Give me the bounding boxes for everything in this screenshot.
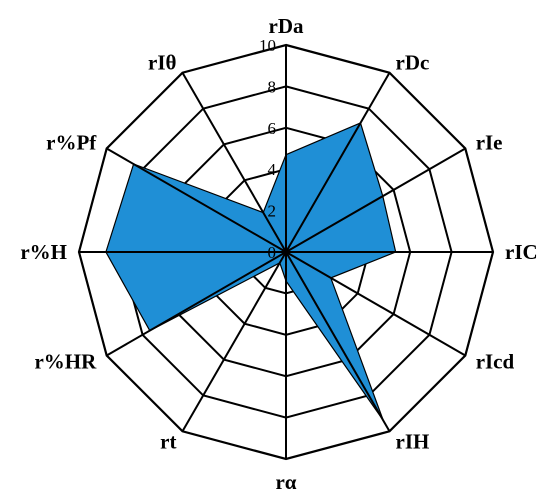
axis-label-4: rIcd — [476, 350, 515, 374]
radar-axis-labels: rDa rDc rIe rIC rIcd rIH rα rt r%HR r%H r%Pf rIθ — [20, 14, 537, 494]
tick-label-0: 0 — [268, 243, 277, 262]
radar-tick-labels: 0 2 4 6 8 10 — [259, 36, 277, 262]
axis-label-1: rDc — [396, 50, 430, 74]
spoke-rt — [181, 251, 287, 432]
axis-label-3: rIC — [505, 240, 538, 264]
spoke-rIcd — [285, 251, 466, 357]
tick-label-6: 6 — [268, 119, 277, 138]
spoke-r%Pf — [106, 147, 287, 253]
spoke-rIe — [285, 147, 466, 253]
axis-label-8: r%HR — [34, 350, 97, 374]
spoke-r%HR — [106, 251, 287, 357]
tick-label-8: 8 — [268, 77, 277, 96]
tick-label-2: 2 — [268, 202, 277, 221]
axis-label-7: rt — [160, 430, 176, 454]
axis-label-0: rDa — [269, 14, 304, 38]
radar-spokes — [79, 45, 493, 459]
spoke-rIθ — [181, 72, 287, 253]
axis-label-2: rIe — [476, 131, 503, 155]
tick-label-10: 10 — [259, 36, 276, 55]
axis-label-6: rα — [275, 470, 296, 494]
axis-label-9: r%H — [20, 240, 67, 264]
tick-label-4: 4 — [268, 160, 277, 179]
spoke-rIH — [285, 251, 391, 432]
axis-label-5: rIH — [396, 430, 430, 454]
axis-label-11: rIθ — [148, 50, 176, 74]
spoke-rDc — [285, 72, 391, 253]
axis-label-10: r%Pf — [46, 131, 97, 155]
